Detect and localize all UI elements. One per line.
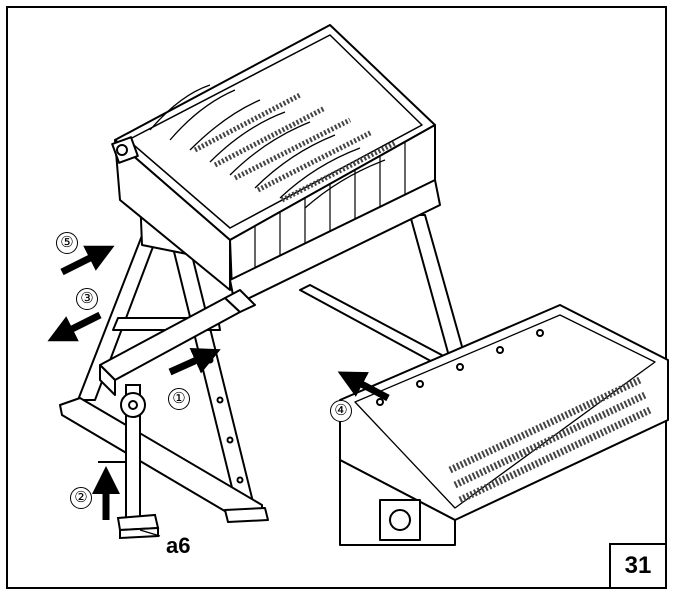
step-3-label: ③ <box>76 288 98 310</box>
arrow-step-3 <box>47 311 102 342</box>
figure-number: 31 <box>609 543 667 589</box>
burner-unit <box>339 304 669 546</box>
step-4-label: ④ <box>330 400 352 422</box>
heat-exchanger-body <box>111 24 441 306</box>
arrow-step-4 <box>337 371 390 402</box>
a6-leader-line <box>139 529 161 537</box>
step-2-label: ② <box>70 487 92 509</box>
jack <box>98 384 160 540</box>
support-beam <box>99 289 256 396</box>
step-5-label: ⑤ <box>56 232 78 254</box>
step-1-label: ① <box>168 388 190 410</box>
arrow-step-5 <box>60 245 115 276</box>
arrow-step-1 <box>168 347 221 376</box>
part-label-a6: a6 <box>166 533 191 558</box>
